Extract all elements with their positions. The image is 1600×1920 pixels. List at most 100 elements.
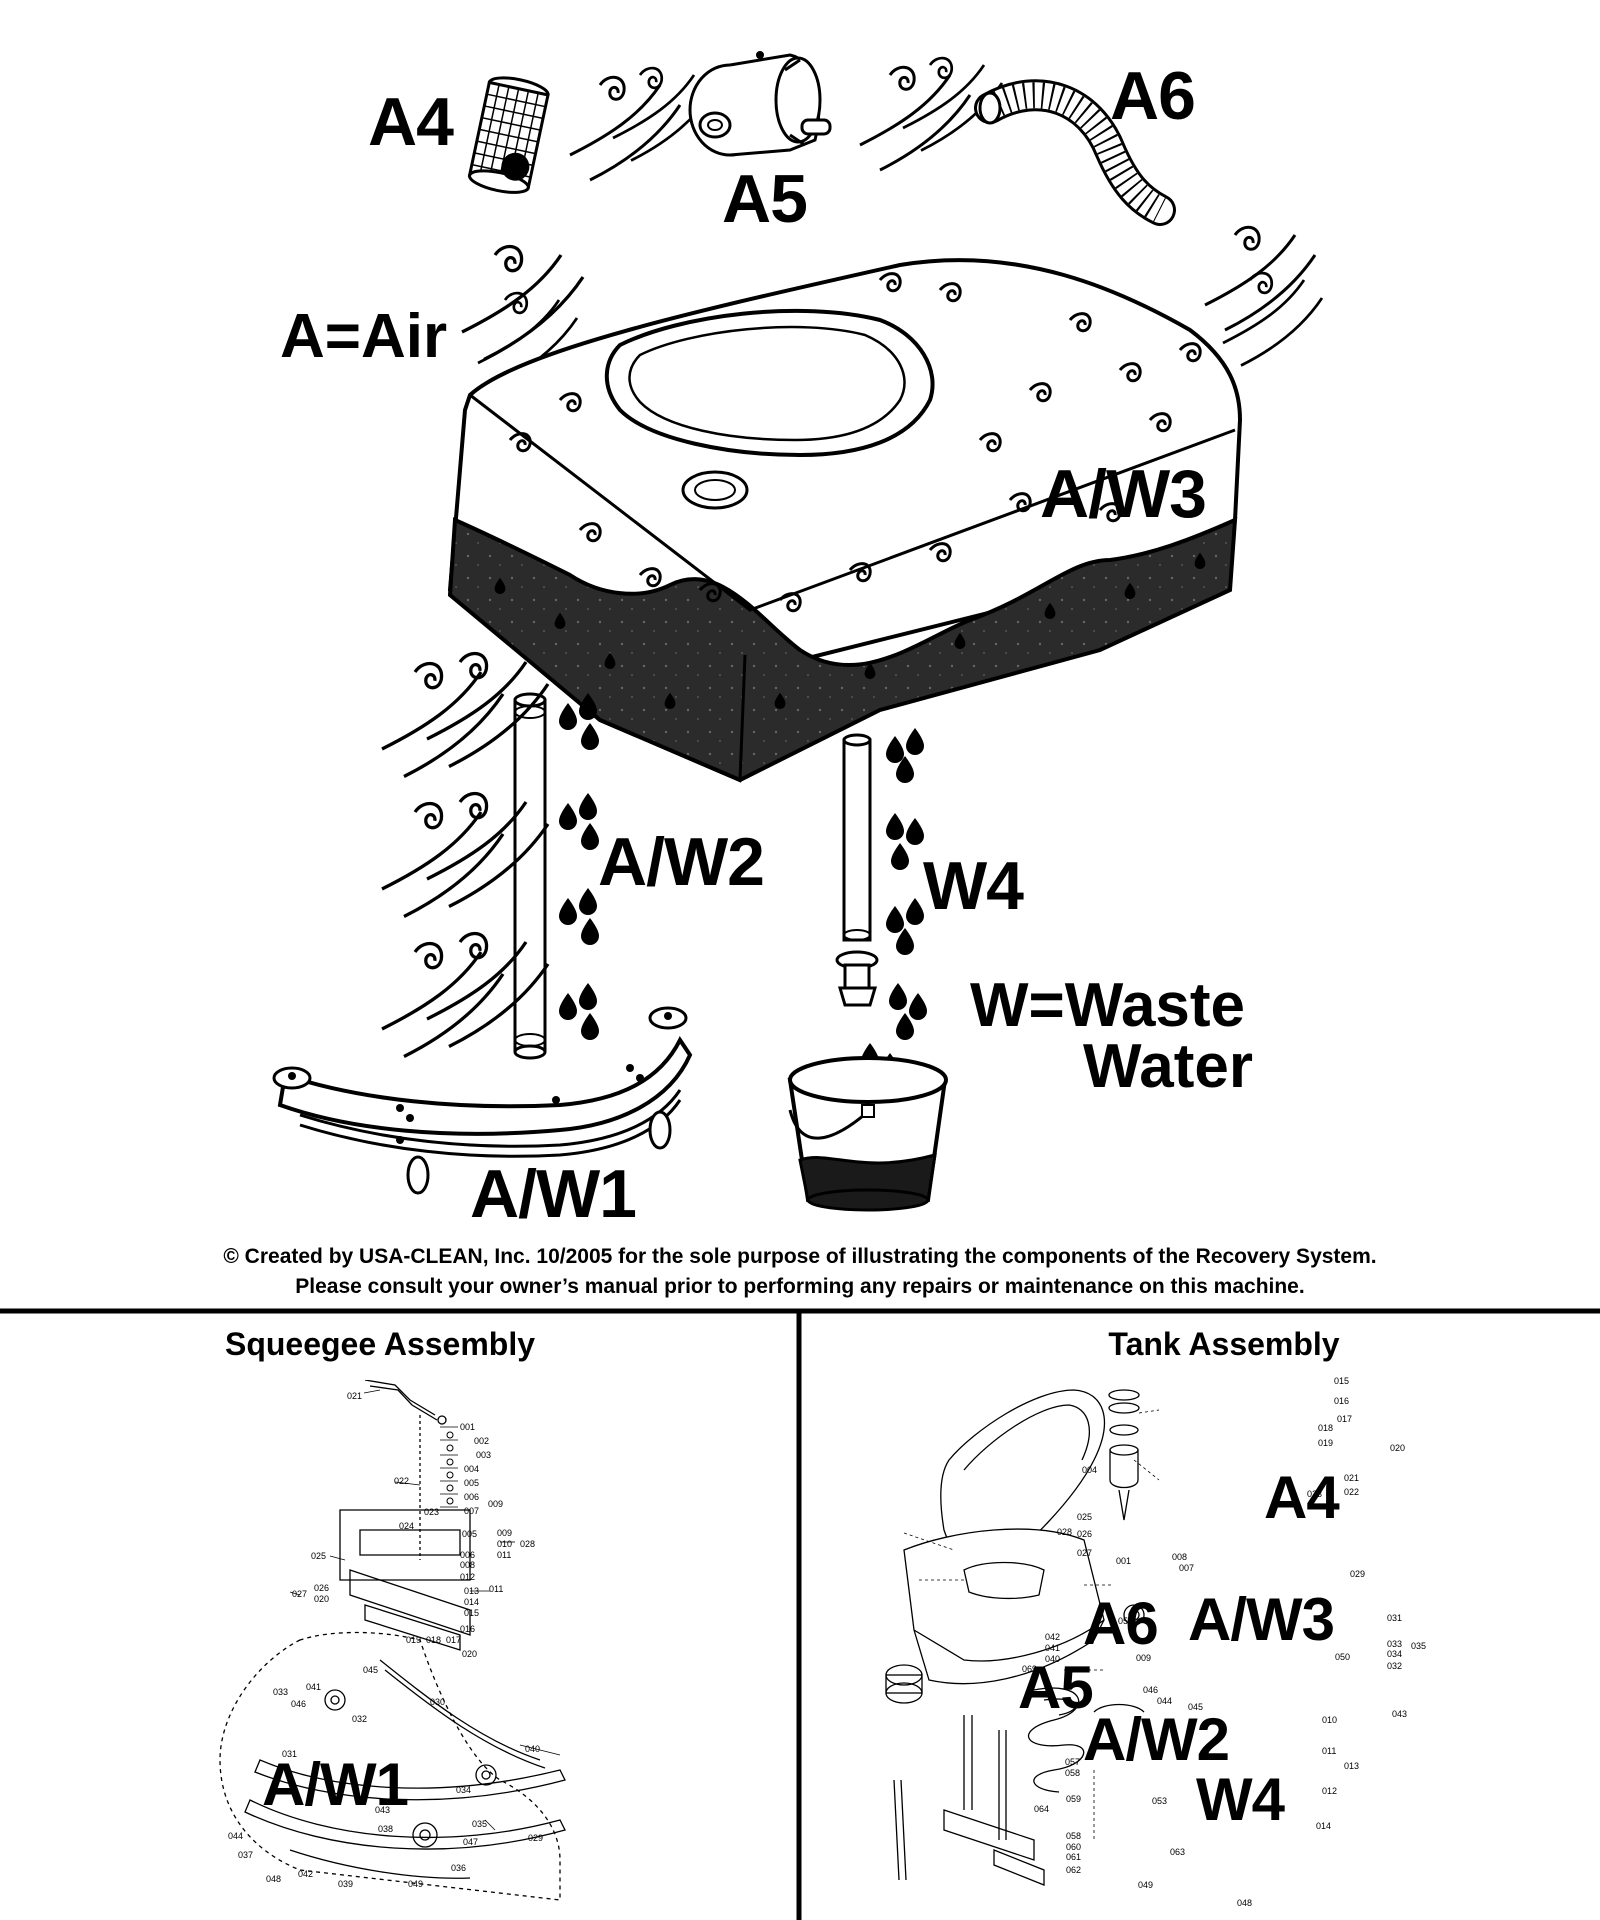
drain-hose-w4-drawing bbox=[835, 728, 927, 1155]
tank-overlay-aw2: A/W2 bbox=[1083, 1706, 1230, 1773]
part-number: 018 bbox=[426, 1635, 442, 1645]
part-number: 064 bbox=[1034, 1804, 1050, 1814]
filter-basket-a4-drawing bbox=[467, 76, 550, 194]
copyright-notice-line2: Please consult your owner’s manual prior… bbox=[295, 1275, 1305, 1298]
part-number: 028 bbox=[520, 1539, 536, 1549]
part-number: 069 bbox=[1022, 1664, 1038, 1674]
part-number: 019 bbox=[1318, 1438, 1334, 1448]
tank-overlay-a4: A4 bbox=[1264, 1464, 1340, 1531]
part-number: 041 bbox=[306, 1682, 322, 1692]
part-number: 040 bbox=[1045, 1654, 1061, 1664]
part-number: 006 bbox=[464, 1492, 480, 1502]
part-number: 016 bbox=[1334, 1396, 1350, 1406]
label-a5: A5 bbox=[722, 161, 808, 237]
part-number: 044 bbox=[1157, 1696, 1173, 1706]
part-number: 012 bbox=[460, 1572, 476, 1582]
part-number: 003 bbox=[476, 1450, 492, 1460]
part-number: 010 bbox=[497, 1539, 513, 1549]
part-number: 024 bbox=[399, 1521, 415, 1531]
waste-bucket-drawing bbox=[787, 1056, 948, 1212]
part-number: 001 bbox=[460, 1422, 476, 1432]
label-a6: A6 bbox=[1110, 58, 1196, 134]
part-number: 029 bbox=[528, 1833, 544, 1843]
part-number: 035 bbox=[1411, 1641, 1427, 1651]
part-number: 025 bbox=[1077, 1512, 1093, 1522]
part-number: 047 bbox=[463, 1837, 479, 1847]
part-number: 044 bbox=[228, 1831, 244, 1841]
tank-overlay-a6: A6 bbox=[1083, 1590, 1159, 1657]
part-number: 002 bbox=[474, 1436, 490, 1446]
part-number: 058 bbox=[1066, 1831, 1082, 1841]
part-number: 063 bbox=[1170, 1847, 1186, 1857]
part-number: 046 bbox=[1143, 1685, 1159, 1695]
label-w4: W4 bbox=[923, 848, 1024, 924]
part-number: 036 bbox=[451, 1863, 467, 1873]
part-number: 025 bbox=[311, 1551, 327, 1561]
part-number: 037 bbox=[238, 1850, 254, 1860]
intake-tube-aw2-drawing bbox=[380, 651, 599, 1060]
recovery-tank-aw3-drawing bbox=[447, 258, 1243, 783]
label-a4: A4 bbox=[368, 84, 454, 160]
label-aw3: A/W3 bbox=[1040, 456, 1207, 532]
part-number: 018 bbox=[1318, 1423, 1334, 1433]
part-number: 009 bbox=[497, 1528, 513, 1538]
part-number: 026 bbox=[314, 1583, 330, 1593]
part-number: 010 bbox=[1322, 1715, 1338, 1725]
part-number: 021 bbox=[1344, 1473, 1360, 1483]
part-number: 005 bbox=[462, 1529, 478, 1539]
part-number: 051 bbox=[1118, 1616, 1134, 1626]
part-number: 041 bbox=[1045, 1643, 1061, 1653]
part-number: 059 bbox=[1066, 1794, 1082, 1804]
part-number: 019 bbox=[406, 1635, 422, 1645]
part-number: 016 bbox=[460, 1624, 476, 1634]
part-number: 005 bbox=[464, 1478, 480, 1488]
part-number: 049 bbox=[1138, 1880, 1154, 1890]
part-number: 011 bbox=[497, 1550, 512, 1560]
part-number: 038 bbox=[378, 1824, 394, 1834]
tank-panel-title: Tank Assembly bbox=[1108, 1326, 1340, 1362]
part-number: 014 bbox=[464, 1597, 480, 1607]
part-number: 023 bbox=[1307, 1489, 1323, 1499]
part-number: 033 bbox=[273, 1687, 289, 1697]
vacuum-hose-a6-drawing bbox=[974, 79, 1176, 226]
part-number: 009 bbox=[1136, 1653, 1152, 1663]
part-number: 048 bbox=[1237, 1898, 1253, 1908]
part-number: 046 bbox=[291, 1699, 307, 1709]
part-number: 020 bbox=[462, 1649, 478, 1659]
part-number: 022 bbox=[394, 1476, 410, 1486]
squeegee-exploded-diagram bbox=[219, 1380, 566, 1901]
squeegee-panel-title: Squeegee Assembly bbox=[224, 1326, 536, 1362]
part-number: 045 bbox=[1188, 1702, 1204, 1712]
part-number: 027 bbox=[292, 1589, 308, 1599]
part-number: 060 bbox=[1066, 1842, 1082, 1852]
part-number: 053 bbox=[1152, 1796, 1168, 1806]
part-number: 012 bbox=[1322, 1786, 1338, 1796]
part-number: 058 bbox=[1065, 1768, 1081, 1778]
tank-overlay-aw3: A/W3 bbox=[1188, 1586, 1335, 1653]
part-number: 011 bbox=[1322, 1746, 1337, 1756]
part-number: 022 bbox=[1344, 1487, 1360, 1497]
part-number: 040 bbox=[525, 1744, 541, 1754]
tank-overlay-a5: A5 bbox=[1018, 1654, 1094, 1721]
part-number: 057 bbox=[1065, 1757, 1081, 1767]
part-number: 008 bbox=[1172, 1552, 1188, 1562]
copyright-notice-line1: © Created by USA-CLEAN, Inc. 10/2005 for… bbox=[223, 1245, 1377, 1268]
part-number: 050 bbox=[1335, 1652, 1351, 1662]
part-number: 034 bbox=[456, 1785, 472, 1795]
part-number: 043 bbox=[1392, 1709, 1408, 1719]
part-number: 029 bbox=[1350, 1569, 1366, 1579]
part-number: 006 bbox=[460, 1550, 476, 1560]
tank-exploded-diagram bbox=[885, 1389, 1160, 1886]
squeegee-overlay-aw1: A/W1 bbox=[262, 1751, 409, 1818]
part-number: 023 bbox=[424, 1507, 440, 1517]
part-number: 035 bbox=[472, 1819, 488, 1829]
part-number: 011 bbox=[489, 1584, 504, 1594]
part-number: 015 bbox=[464, 1608, 480, 1618]
part-number: 001 bbox=[1116, 1556, 1132, 1566]
airflow-swirls-a6 bbox=[1203, 225, 1324, 367]
part-number: 031 bbox=[1387, 1613, 1403, 1623]
part-number: 039 bbox=[338, 1879, 354, 1889]
part-number: 042 bbox=[1045, 1632, 1061, 1642]
part-number: 049 bbox=[408, 1879, 424, 1889]
